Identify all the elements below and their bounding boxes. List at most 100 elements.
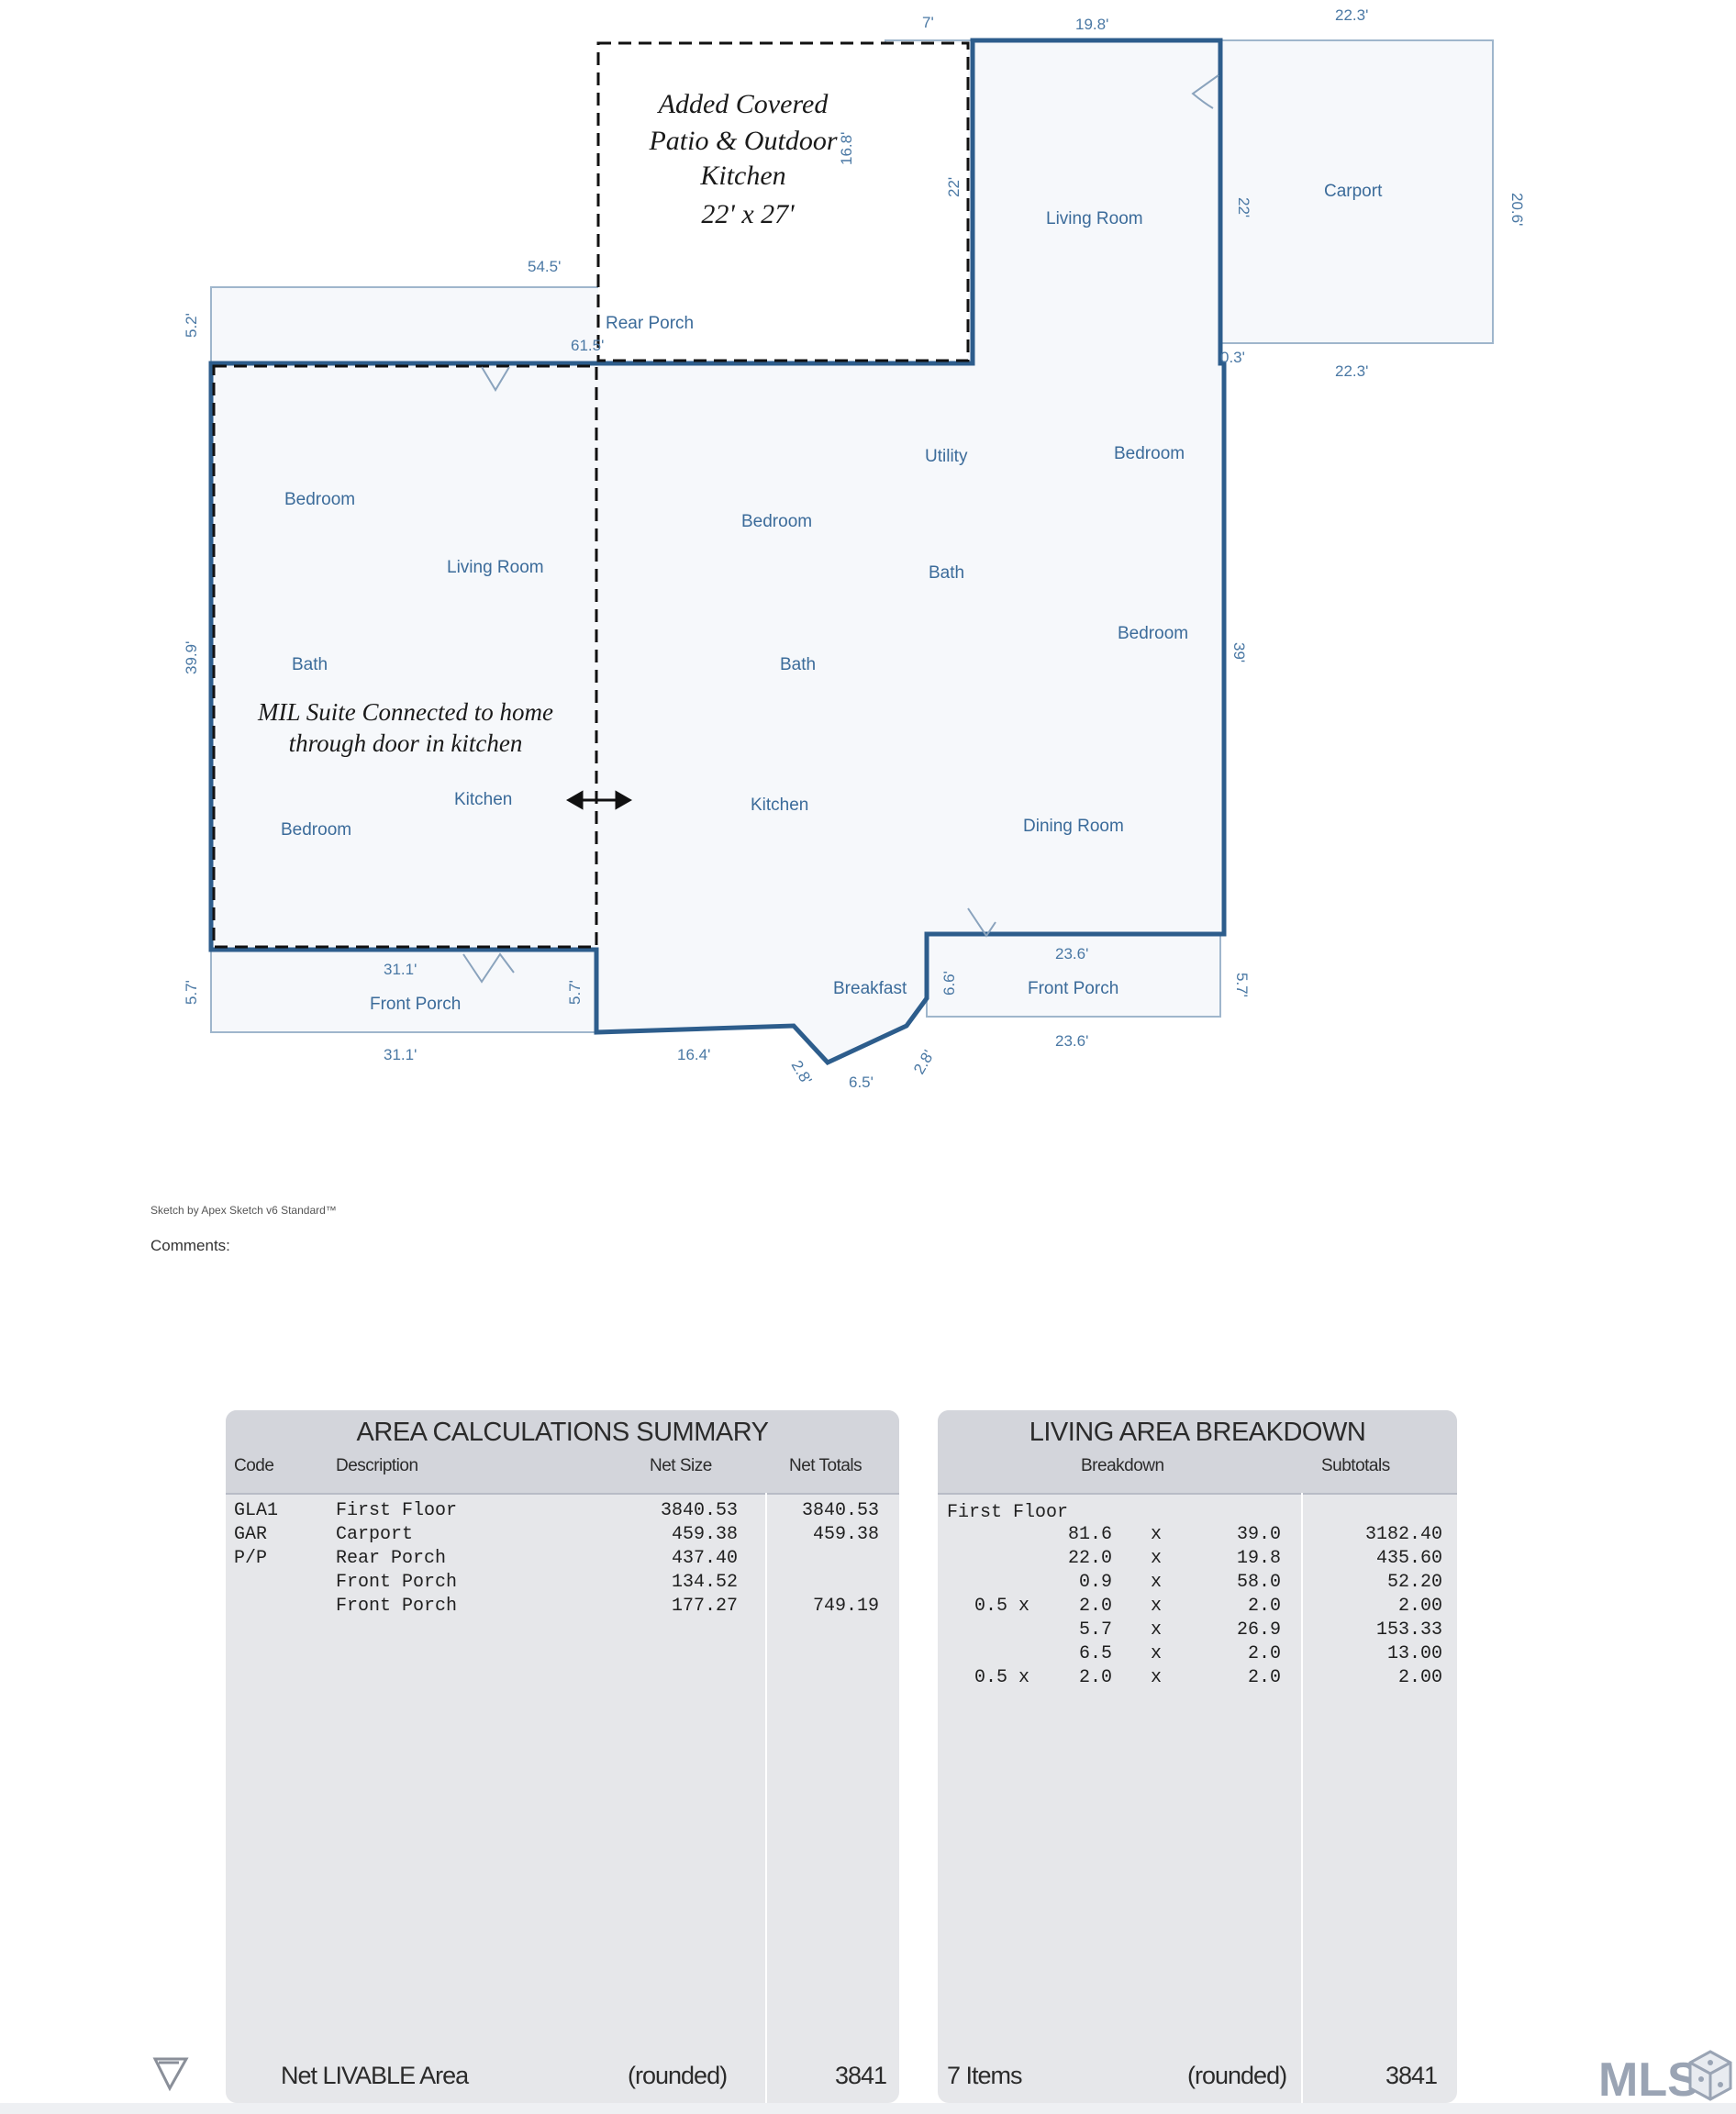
breakdown-cell-a: 2.0: [1078, 1596, 1112, 1617]
dim-label: 5.7': [183, 980, 200, 1005]
breakdown-cell-b: 19.8: [1236, 1548, 1281, 1569]
room-label: Rear Porch: [606, 314, 694, 333]
room-label: Living Room: [447, 558, 544, 577]
col-header-description: Description: [336, 1456, 418, 1475]
triangle-icon: [152, 2057, 189, 2092]
room-label: Bedroom: [741, 512, 812, 531]
mil-suite-outline: [212, 364, 598, 949]
living-area-value: 3841: [1385, 2062, 1438, 2089]
dim-label: 54.5': [528, 258, 561, 275]
col-header-net-size: Net Size: [650, 1456, 712, 1475]
rounded-label: (rounded): [1187, 2062, 1287, 2089]
area-cell-net-size: 437.40: [671, 1548, 738, 1569]
door-swing-icon: [1191, 74, 1219, 109]
room-label: Kitchen: [751, 796, 808, 815]
dim-label: 23.6': [1055, 945, 1088, 962]
breakdown-cell-subtotal: 3182.40: [1364, 1524, 1442, 1545]
area-calculations-panel: AREA CALCULATIONS SUMMARY Code Descripti…: [226, 1410, 899, 2103]
breakdown-cell-subtotal: 13.00: [1386, 1643, 1442, 1664]
room-label: Bedroom: [281, 820, 351, 840]
room-label: Carport: [1324, 182, 1383, 201]
breakdown-cell-x: x: [1151, 1667, 1163, 1688]
room-label: Dining Room: [1023, 817, 1124, 836]
door-swing-icon: [462, 952, 515, 984]
items-count: 7 Items: [947, 2062, 1023, 2089]
breakdown-cell-x: x: [1151, 1596, 1163, 1617]
dim-label: 16.4': [677, 1046, 710, 1063]
room-label: Bath: [929, 563, 964, 583]
col-header-breakdown: Breakdown: [1081, 1456, 1164, 1475]
area-cell-description: Front Porch: [336, 1572, 458, 1593]
breakdown-cell-b: 2.0: [1247, 1667, 1281, 1688]
svg-text:Added Covered: Added Covered: [657, 89, 829, 119]
breakdown-cell-factor: 0.5 x: [974, 1596, 1030, 1617]
dim-label: 39.9': [183, 641, 200, 674]
room-label: Front Porch: [1028, 979, 1118, 998]
area-cell-net-total: 3840.53: [801, 1500, 879, 1521]
front-porch-right-outline: [926, 933, 1221, 1018]
breakdown-cell-a: 22.0: [1067, 1548, 1112, 1569]
col-header-subtotals: Subtotals: [1321, 1456, 1390, 1475]
col-header-code: Code: [234, 1456, 274, 1475]
dim-label: 19.8': [1075, 16, 1108, 33]
breakdown-cell-a: 81.6: [1067, 1524, 1112, 1545]
dim-label: 31.1': [384, 1046, 417, 1063]
breakdown-cell-subtotal: 435.60: [1375, 1548, 1442, 1569]
net-livable-value: 3841: [835, 2062, 887, 2089]
breakdown-cell-a: 5.7: [1078, 1619, 1112, 1641]
dim-label: 20.6': [1508, 193, 1526, 226]
area-cell-description: Carport: [336, 1524, 414, 1545]
breakdown-cell-b: 2.0: [1247, 1596, 1281, 1617]
area-cell-description: Front Porch: [336, 1596, 458, 1617]
svg-text:MIL Suite Connected to home: MIL Suite Connected to home: [257, 698, 553, 726]
svg-text:Patio & Outdoor: Patio & Outdoor: [648, 126, 837, 156]
breakdown-cell-subtotal: 153.33: [1375, 1619, 1442, 1641]
area-cell-net-size: 134.52: [671, 1572, 738, 1593]
dim-label: 61.5': [571, 337, 604, 354]
dim-label: 0.3': [1220, 349, 1245, 366]
patio-note: Added Covered Patio & Outdoor Kitchen 22…: [648, 89, 837, 229]
exterior-walls: [208, 38, 1227, 1066]
dim-label: 31.1': [384, 961, 417, 978]
dim-label: 6.5': [849, 1074, 874, 1091]
room-label: Kitchen: [454, 790, 512, 809]
group-label: First Floor: [947, 1502, 1069, 1523]
dim-label: 5.2': [183, 313, 200, 338]
breakdown-cell-x: x: [1151, 1572, 1163, 1593]
area-cell-net-size: 459.38: [671, 1524, 738, 1545]
dim-label: 22': [1235, 197, 1252, 217]
area-cell-code: P/P: [234, 1548, 268, 1569]
area-cell-net-total: 459.38: [812, 1524, 879, 1545]
comments-label: Comments:: [150, 1237, 230, 1254]
room-label: Breakfast: [833, 979, 907, 998]
breakdown-cell-factor: 0.5 x: [974, 1667, 1030, 1688]
room-label: Bedroom: [284, 490, 355, 509]
breakdown-cell-subtotal: 2.00: [1397, 1667, 1442, 1688]
door-swing-icon: [967, 907, 996, 938]
breakdown-cell-b: 2.0: [1247, 1643, 1281, 1664]
mil-suite-note: MIL Suite Connected to home through door…: [257, 698, 553, 757]
dim-label: 5.7': [1233, 973, 1251, 997]
dim-label: 5.7': [566, 980, 584, 1005]
breakdown-cell-b: 58.0: [1236, 1572, 1281, 1593]
carport-outline: [1219, 39, 1494, 344]
area-cell-code: GLA1: [234, 1500, 279, 1521]
dim-label: 22.3': [1335, 362, 1368, 380]
breakdown-cell-x: x: [1151, 1619, 1163, 1641]
breakdown-cell-subtotal: 2.00: [1397, 1596, 1442, 1617]
room-label: Bedroom: [1118, 624, 1188, 643]
breakdown-cell-subtotal: 52.20: [1386, 1572, 1442, 1593]
door-swing-icon: [481, 366, 510, 392]
living-area-breakdown-panel: LIVING AREA BREAKDOWN Breakdown Subtotal…: [938, 1410, 1457, 2103]
dim-label: 7': [922, 14, 934, 31]
area-cell-description: First Floor: [336, 1500, 458, 1521]
breakdown-cell-b: 26.9: [1236, 1619, 1281, 1641]
svg-text:MLS: MLS: [1598, 2053, 1699, 2107]
dim-label: 39': [1230, 642, 1248, 662]
net-livable-label: Net LIVABLE Area: [281, 2062, 469, 2089]
breakdown-cell-x: x: [1151, 1524, 1163, 1545]
breakdown-cell-x: x: [1151, 1643, 1163, 1664]
floor-plan-sketch: 7' 19.8' 22.3' 16.8' 22' 22' 20.6' 54.5'…: [183, 6, 1526, 1091]
room-label: Bath: [292, 655, 328, 674]
dim-label: 16.8': [838, 132, 855, 165]
